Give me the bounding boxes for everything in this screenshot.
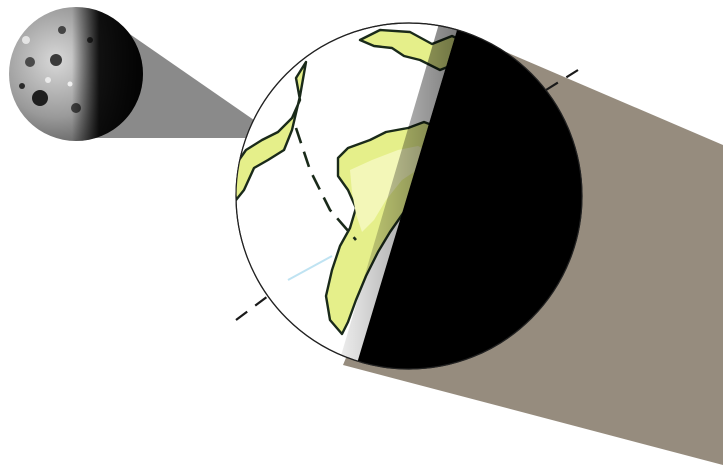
eclipse-diagram: [0, 0, 723, 473]
